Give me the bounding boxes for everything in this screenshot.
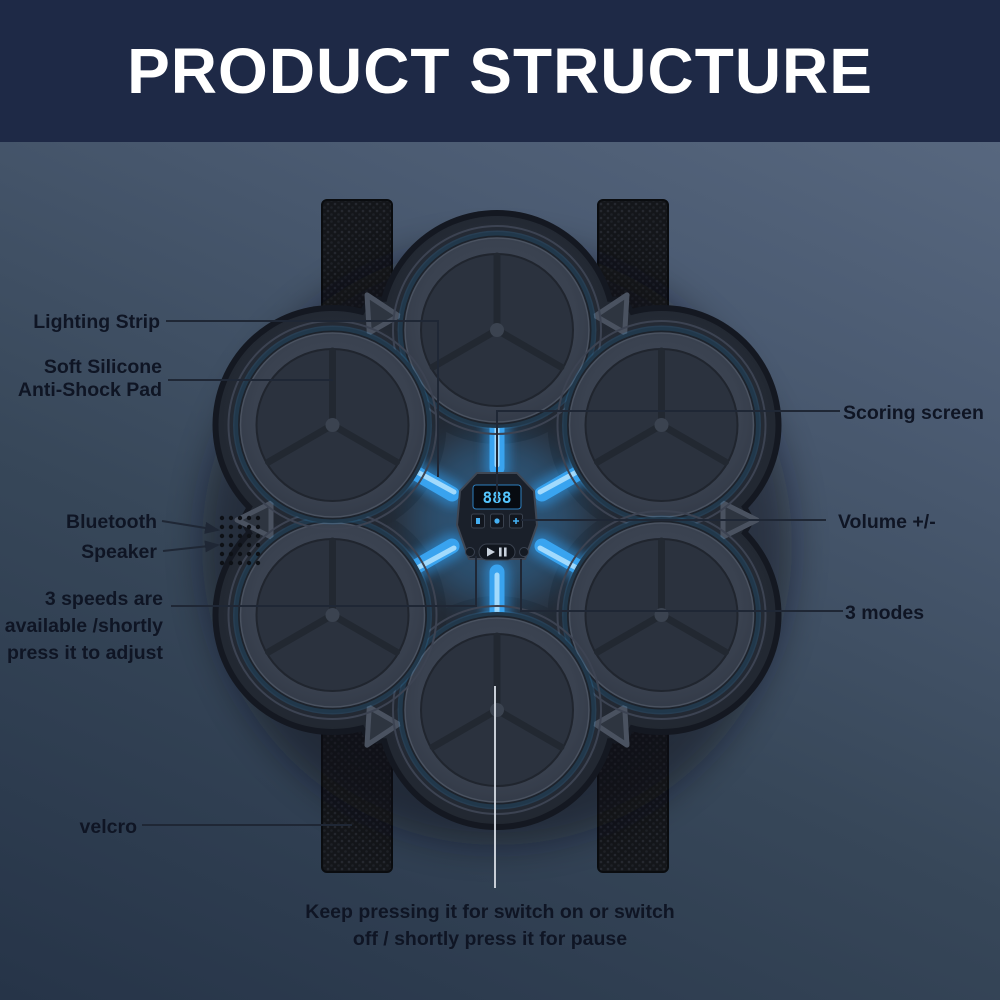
console-buttons [471,513,523,529]
label-volume: Volume +/- [838,511,936,533]
label-bluetooth: Bluetooth [66,511,157,533]
label-speeds: 3 speeds are available /shortly press it… [4,588,163,664]
mode-button[interactable] [519,547,529,557]
header-banner: PRODUCT STRUCTURE [0,0,1000,142]
scoring-display: 888 [483,488,512,507]
volume-down-icon [476,518,480,524]
play-pause-icon [487,547,507,557]
label-anti-shock-pad: Soft Silicone Anti-Shock Pad [17,356,162,401]
control-console: 888 [455,472,539,561]
function-icon [494,518,500,524]
speed-button[interactable] [465,547,475,557]
label-power-note: Keep pressing it for switch on or switch… [305,901,675,950]
volume-up-icon [513,518,519,524]
label-modes: 3 modes [845,602,925,624]
label-lighting-strip: Lighting Strip [33,311,160,333]
page-title: PRODUCT STRUCTURE [127,35,873,107]
label-speaker: Speaker [81,541,157,563]
product-illustration: 888 [202,199,792,873]
label-velcro: velcro [79,816,137,838]
label-scoring-screen: Scoring screen [843,402,984,424]
play-pause-button[interactable] [478,543,516,561]
